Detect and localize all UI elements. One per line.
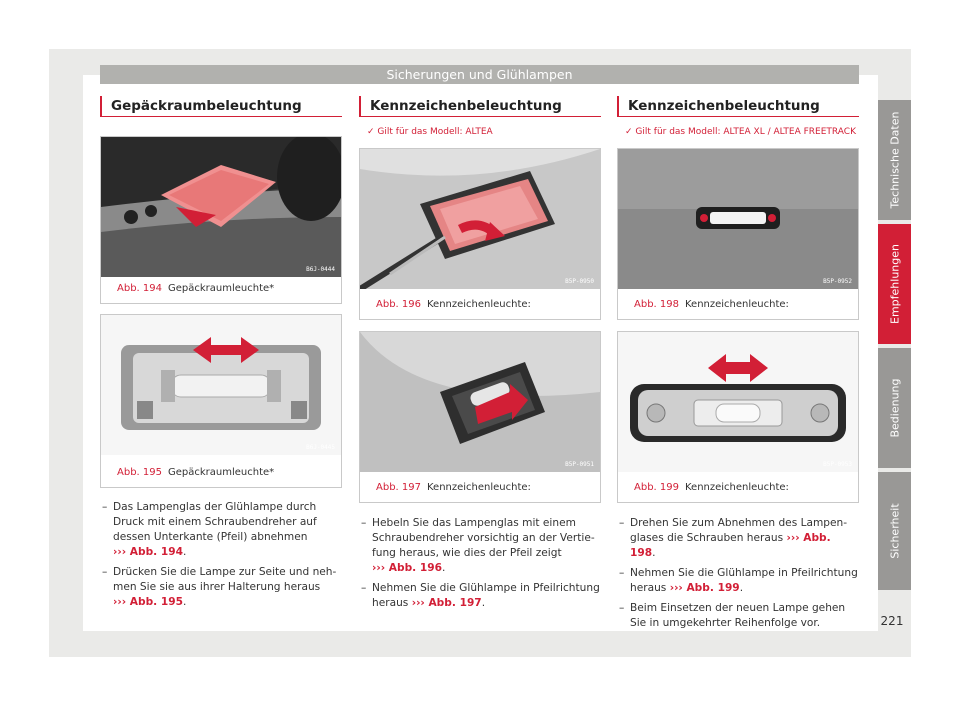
figure-reference-link[interactable]: ››› Abb. 197 (411, 597, 482, 609)
tab-label: Bedienung (888, 378, 901, 438)
list-item: –Nehmen Sie die Glühlampe in Pfeilrichtu… (619, 567, 858, 594)
tab-bedienung[interactable]: Bedienung (878, 348, 911, 468)
checkmark-icon: ✓ (367, 127, 378, 137)
tab-technische-daten[interactable]: Technische Daten (878, 100, 911, 220)
image-code: B6J-0444 (306, 266, 335, 273)
figure-caption: Abb. 197 Kennzeichenleuchte: (360, 474, 600, 502)
trunk-lamp-photo: B6J-0445 (101, 315, 341, 455)
figure-caption: Abb. 199 Kennzeichenleuchte: (618, 474, 858, 502)
figure-number: Abb. 197 (376, 482, 421, 493)
figure-number: Abb. 194 (117, 283, 162, 294)
figure-reference-link[interactable]: ››› Abb. 199 (669, 582, 740, 594)
plate-light-xl-photo: B5P-0952 (618, 149, 858, 289)
figure-caption: Abb. 196 Kennzeichenleuchte: (360, 291, 600, 319)
instruction-text: Drücken Sie die Lampe zur Seite und neh­… (113, 566, 337, 593)
figure-caption-text: Gepäckraumleuchte* (167, 467, 275, 478)
instruction-list: –Hebeln Sie das Lampenglas mit einem Sch… (359, 516, 601, 616)
list-item: –Beim Einsetzen der neuen Lampe gehen Si… (619, 602, 846, 629)
instruction-list: –Das Lampenglas der Glühlampe durch Druc… (100, 500, 342, 615)
image-code: B5P-0951 (565, 461, 594, 468)
figure-caption: Abb. 198 Kennzeichenleuchte: (618, 291, 858, 319)
model-validity-text: Gilt für das Modell: ALTEA XL / ALTEA FR… (635, 127, 856, 137)
figure-number: Abb. 195 (117, 467, 162, 478)
model-validity-note: ✓ Gilt für das Modell: ALTEA XL / ALTEA … (625, 126, 859, 138)
figure-198: B5P-0952 Abb. 198 Kennzeichenleuchte: (617, 148, 859, 320)
figure-194: B6J-0444 Abb. 194 Gepäckraumleuchte* (100, 136, 342, 304)
figure-number: Abb. 196 (376, 299, 421, 310)
instruction-text: Nehmen Sie die Glühlampe in Pfeilrichtun… (630, 567, 858, 594)
image-code: B6J-0445 (306, 444, 335, 451)
tab-sicherheit[interactable]: Sicherheit (878, 472, 911, 590)
figure-caption-text: Kennzeichenleuchte: (426, 482, 531, 493)
image-code: B5P-0952 (823, 278, 852, 285)
plate-lamp-photo: B5P-0951 (360, 332, 600, 472)
figure-caption-text: Gepäckraumleuchte* (167, 283, 275, 294)
instruction-text: Hebeln Sie das Lampenglas mit einem Schr… (372, 517, 595, 559)
image-code: B5P-0953 (823, 461, 852, 468)
tab-label: Technische Daten (888, 111, 901, 209)
trunk-light-photo: B6J-0444 (101, 137, 341, 277)
model-validity-note: ✓ Gilt für das Modell: ALTEA (367, 126, 601, 138)
plate-light-photo: B5P-0950 (360, 149, 600, 289)
figure-caption-text: Kennzeichenleuchte: (684, 482, 789, 493)
figure-195: B6J-0445 Abb. 195 Gepäckraumleuchte* (100, 314, 342, 488)
figure-number: Abb. 199 (634, 482, 679, 493)
plate-lamp-xl-photo: B5P-0953 (618, 332, 858, 472)
section-heading: Gepäckraumbeleuchtung (100, 96, 342, 117)
image-code: B5P-0950 (565, 278, 594, 285)
instruction-list: –Drehen Sie zum Abnehmen des Lampen­glas… (617, 516, 859, 636)
model-validity-text: Gilt für das Modell: ALTEA (377, 127, 493, 137)
instruction-text: Beim Einsetzen der neuen Lampe gehen Sie… (630, 602, 846, 629)
list-item: –Das Lampenglas der Glühlampe durch Druc… (102, 501, 317, 558)
column-kennzeichenbeleuchtung-altea: Kennzeichenbeleuchtung ✓ Gilt für das Mo… (359, 96, 601, 609)
figure-197: B5P-0951 Abb. 197 Kennzeichenleuchte: (359, 331, 601, 503)
list-item: –Nehmen Sie die Glühlampe in Pfeilrichtu… (361, 582, 600, 609)
figure-caption: Abb. 194 Gepäckraumleuchte* (101, 275, 341, 303)
section-heading: Kennzeichenbeleuchtung (617, 96, 859, 117)
figure-caption-text: Kennzeichenleuchte: (684, 299, 789, 310)
tab-empfehlungen[interactable]: Empfehlungen (878, 224, 911, 344)
list-item: –Drücken Sie die Lampe zur Seite und neh… (102, 566, 337, 608)
figure-caption-text: Kennzeichenleuchte: (426, 299, 531, 310)
figure-reference-link[interactable]: ››› Abb. 196 (372, 562, 442, 574)
tab-label: Empfehlungen (888, 244, 901, 324)
figure-reference-link[interactable]: ››› Abb. 195 (113, 596, 183, 608)
figure-reference-link[interactable]: ››› Abb. 198 (630, 532, 831, 559)
figure-196: B5P-0950 Abb. 196 Kennzeichenleuchte: (359, 148, 601, 320)
figure-reference-link[interactable]: ››› Abb. 194 (113, 546, 183, 558)
list-item: –Drehen Sie zum Abnehmen des Lampen­glas… (619, 517, 848, 559)
checkmark-icon: ✓ (625, 127, 636, 137)
tab-label: Sicherheit (888, 503, 901, 559)
instruction-text: Nehmen Sie die Glühlampe in Pfeilrichtun… (372, 582, 600, 609)
figure-caption: Abb. 195 Gepäckraumleuchte* (101, 459, 341, 487)
page-number: 221 (880, 614, 904, 628)
column-kennzeichenbeleuchtung-altea-xl: Kennzeichenbeleuchtung ✓ Gilt für das Mo… (617, 96, 859, 629)
figure-199: B5P-0953 Abb. 199 Kennzeichenleuchte: (617, 331, 859, 503)
list-item: –Hebeln Sie das Lampenglas mit einem Sch… (361, 517, 595, 574)
figure-number: Abb. 198 (634, 299, 679, 310)
instruction-text: Das Lampenglas der Glühlampe durch Druck… (113, 501, 317, 543)
section-heading: Kennzeichenbeleuchtung (359, 96, 601, 117)
section-banner: Sicherungen und Glühlampen (100, 65, 859, 84)
instruction-text: Drehen Sie zum Abnehmen des Lampen­glase… (630, 517, 848, 544)
